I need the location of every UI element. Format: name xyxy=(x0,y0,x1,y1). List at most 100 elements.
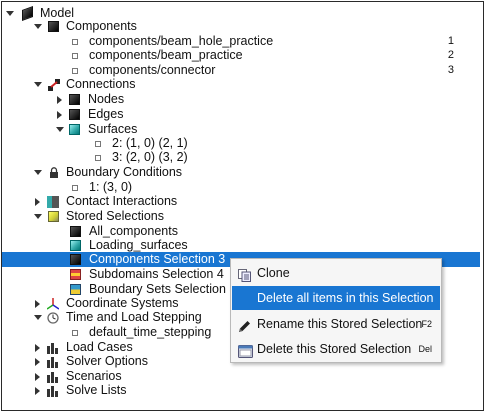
menu-item-label: Delete this Stored Selection xyxy=(257,342,412,356)
tree-node-model[interactable]: Model xyxy=(2,5,480,22)
tree-label: Scenarios xyxy=(66,369,122,383)
bar-chart-icon xyxy=(47,371,58,383)
tree-label: components/beam_hole_practice xyxy=(89,34,274,48)
expand-arrow-icon[interactable] xyxy=(35,198,40,206)
leaf-bullet-icon xyxy=(95,155,101,161)
tree-node-surfaces[interactable]: Surfaces xyxy=(2,122,480,137)
tree-label: Load Cases xyxy=(66,340,133,354)
tree-node-components[interactable]: Components xyxy=(2,19,480,34)
tree-node-component-item[interactable]: components/beam_hole_practice 1 xyxy=(2,34,480,49)
axes-icon xyxy=(46,298,60,310)
tree-node-time-load-stepping[interactable]: Time and Load Stepping xyxy=(2,310,480,325)
selection-icon xyxy=(70,284,81,295)
expand-arrow-icon[interactable] xyxy=(35,344,40,352)
expand-arrow-icon[interactable] xyxy=(57,111,62,119)
tree-label: 1: (3, 0) xyxy=(89,180,133,194)
tree-label: Components xyxy=(66,19,137,33)
tree-node-solver-options[interactable]: Solver Options xyxy=(2,354,480,369)
expand-arrow-icon[interactable] xyxy=(35,387,40,395)
bar-chart-icon xyxy=(47,342,58,354)
tree-node-coordinate-systems[interactable]: Coordinate Systems xyxy=(2,296,480,311)
menu-item-label: Rename this Stored Selection xyxy=(257,317,423,331)
leaf-bullet-icon xyxy=(72,68,78,74)
expand-arrow-icon[interactable] xyxy=(34,170,42,175)
component-number: 3 xyxy=(447,64,454,76)
context-menu: Clone Delete all items in this Selection… xyxy=(230,258,442,363)
tree-node-boundary-conditions[interactable]: Boundary Conditions xyxy=(2,165,480,180)
leaf-bullet-icon xyxy=(95,141,101,147)
tree-node-boundary-item[interactable]: 1: (3, 0) xyxy=(2,180,480,195)
expand-arrow-icon[interactable] xyxy=(34,214,42,219)
expand-arrow-icon[interactable] xyxy=(35,358,40,366)
nodes-icon xyxy=(69,94,80,105)
stored-selections-icon xyxy=(48,211,59,222)
edges-icon xyxy=(69,109,80,120)
menu-item-rename[interactable]: Rename this Stored Selection F2 xyxy=(232,312,440,336)
pencil-icon xyxy=(238,317,251,332)
tree-label: Subdomains Selection 4 xyxy=(89,267,224,281)
lock-icon xyxy=(49,167,60,178)
delete-window-icon xyxy=(238,342,253,358)
menu-item-clone[interactable]: Clone xyxy=(232,261,440,285)
selection-icon xyxy=(70,254,81,265)
surfaces-icon xyxy=(69,124,80,135)
tree-label: All_components xyxy=(89,224,178,238)
tree-label: Loading_surfaces xyxy=(89,238,188,252)
tree-node-nodes[interactable]: Nodes xyxy=(2,92,480,107)
tree-label: components/connector xyxy=(89,63,216,77)
expand-arrow-icon[interactable] xyxy=(34,315,42,320)
bar-chart-icon xyxy=(47,385,58,397)
tree-label: Time and Load Stepping xyxy=(66,310,202,324)
connections-icon xyxy=(48,79,60,91)
tree-node-component-item[interactable]: components/beam_practice 2 xyxy=(2,48,480,63)
menu-item-label: Delete all items in this Selection xyxy=(257,291,434,305)
tree-node-contact-interactions[interactable]: Contact Interactions xyxy=(2,194,480,209)
expand-arrow-icon[interactable] xyxy=(34,82,42,87)
tree-node-surface-item[interactable]: 2: (1, 0) (2, 1) xyxy=(2,136,480,151)
tree-node-selection[interactable]: Boundary Sets Selection 5 xyxy=(2,282,480,297)
tree-node-selection[interactable]: All_components xyxy=(2,224,480,239)
expand-arrow-icon[interactable] xyxy=(57,96,62,104)
tree-node-load-cases[interactable]: Load Cases xyxy=(2,340,480,355)
selection-icon xyxy=(70,226,81,237)
tree-label: 3: (2, 0) (3, 2) xyxy=(112,150,188,164)
tree-node-selection[interactable]: Loading_surfaces xyxy=(2,238,480,253)
menu-item-delete-stored-selection[interactable]: Delete this Stored Selection Del xyxy=(232,337,440,361)
tree-label: Model xyxy=(40,6,75,20)
expand-arrow-icon[interactable] xyxy=(35,373,40,381)
selection-icon xyxy=(70,240,81,251)
tree-node-edges[interactable]: Edges xyxy=(2,107,480,122)
expand-arrow-icon[interactable] xyxy=(34,24,42,29)
tree-node-solve-lists[interactable]: Solve Lists xyxy=(2,383,480,398)
tree-node-surface-item[interactable]: 3: (2, 0) (3, 2) xyxy=(2,150,480,165)
menu-item-label: Clone xyxy=(257,266,290,280)
selection-icon xyxy=(70,269,81,280)
tree-label: Connections xyxy=(66,77,136,91)
tree-label: Edges xyxy=(88,107,124,121)
tree-node-stored-selections[interactable]: Stored Selections xyxy=(2,209,480,224)
tree-node-scenarios[interactable]: Scenarios xyxy=(2,369,480,384)
menu-item-delete-all-items[interactable]: Delete all items in this Selection xyxy=(232,286,440,310)
tree-node-connections[interactable]: Connections xyxy=(2,77,480,92)
component-number: 1 xyxy=(447,35,454,47)
leaf-bullet-icon xyxy=(72,185,78,191)
tree-label: default_time_stepping xyxy=(89,325,212,339)
tree-node-component-item[interactable]: components/connector 3 xyxy=(2,63,480,78)
expand-arrow-icon[interactable] xyxy=(6,11,14,16)
tree-node-selection[interactable]: Subdomains Selection 4 xyxy=(2,267,480,282)
tree-node-time-stepping-item[interactable]: default_time_stepping xyxy=(2,325,480,340)
leaf-bullet-icon xyxy=(72,330,78,336)
tree-label: 2: (1, 0) (2, 1) xyxy=(112,136,188,150)
menu-shortcut: Del xyxy=(418,344,432,354)
contact-interactions-icon xyxy=(47,196,59,208)
expand-arrow-icon[interactable] xyxy=(35,300,40,308)
bar-chart-icon xyxy=(47,356,58,368)
expand-arrow-icon[interactable] xyxy=(56,127,64,132)
clock-icon xyxy=(47,312,59,324)
tree-label: Surfaces xyxy=(88,122,138,136)
tree-label: Stored Selections xyxy=(66,209,164,223)
tree-label: Nodes xyxy=(88,92,125,106)
tree-label: Boundary Conditions xyxy=(66,165,183,179)
tree-label: Solver Options xyxy=(66,354,148,368)
